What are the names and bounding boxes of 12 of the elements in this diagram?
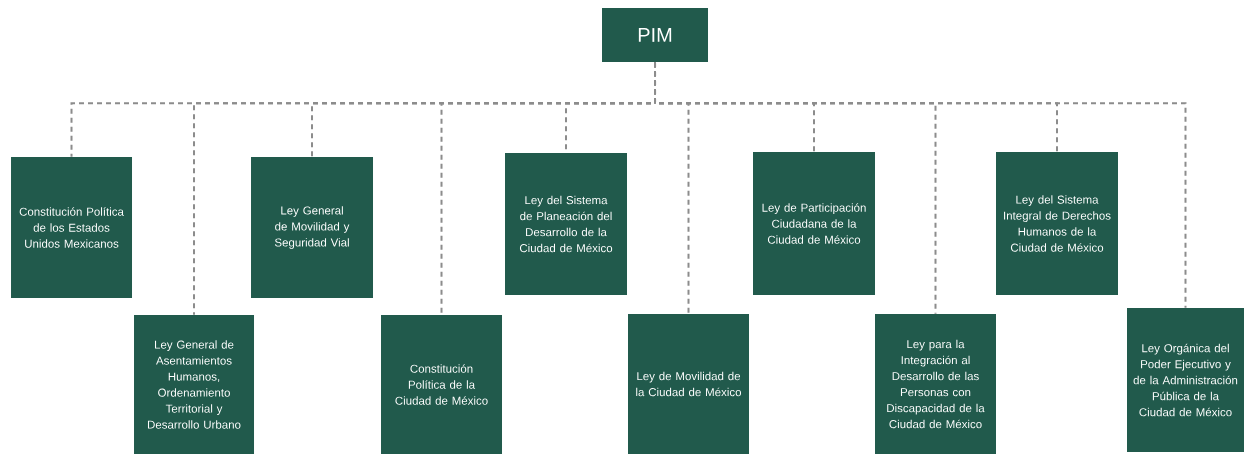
law-box: Ley Orgánica del Poder Ejecutivo y de la Administración Pública de la Ciudad de México [1127,308,1244,452]
root-box: PIM [602,8,708,62]
law-box: Constitución Política de los Estados Unidos Mexicanos [11,157,132,298]
law-box: Ley General de Movilidad y Seguridad Vial [251,157,373,298]
law-box: Ley de Participación Ciudadana de la Ciudad de México [753,152,875,295]
law-box: Ley de Movilidad de la Ciudad de México [628,314,749,454]
connector-line [654,61,1187,309]
law-box: Ley General de Asentamientos Humanos, Ordenamiento Territorial y Desarrollo Urbano [134,315,254,454]
law-box: Ley del Sistema de Planeación del Desarrollo de la Ciudad de México [505,153,627,295]
law-box: Ley del Sistema Integral de Derechos Humanos de la Ciudad de México [996,152,1118,295]
law-box: Constitución Política de la Ciudad de México [381,315,502,454]
law-box: Ley para la Integración al Desarrollo de las Personas con Discapacidad de la Ciudad de México [875,314,996,454]
